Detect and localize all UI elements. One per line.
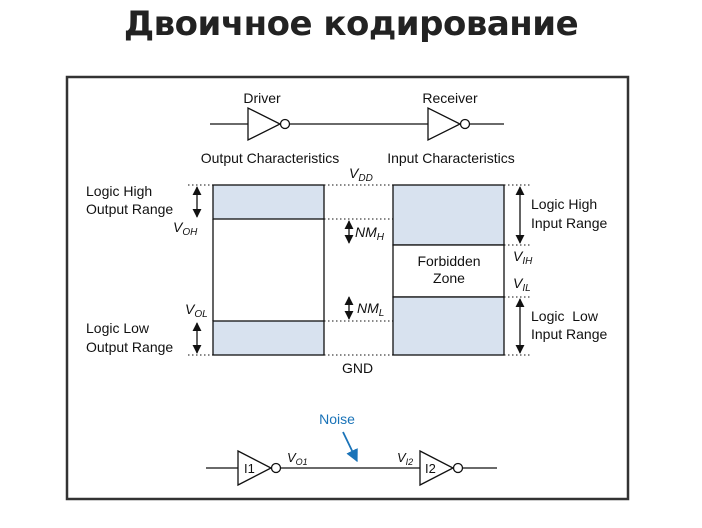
receiver-inverter-icon — [427, 106, 471, 142]
top-circuit: Driver Receiver — [210, 90, 504, 142]
logic-high-output-region — [212, 184, 325, 220]
vil-label: VIL — [513, 275, 531, 294]
forbidden-zone-region — [392, 244, 505, 298]
i1-label: I1 — [244, 461, 255, 476]
receiver-label: Receiver — [422, 90, 478, 106]
noise-arrow — [342, 431, 358, 463]
logic-high-input-region — [392, 184, 505, 246]
i2-inverter-icon — [419, 449, 464, 487]
driver-label: Driver — [243, 90, 281, 106]
logic-low-input-label-line1: Logic Low — [531, 308, 599, 324]
vi2-label: VI2 — [397, 450, 413, 467]
gnd-label: GND — [342, 360, 373, 376]
logic-low-output-label-line1: Logic Low — [86, 320, 150, 336]
logic-low-output-label-line2: Output Range — [86, 339, 173, 355]
logic-low-input-label-line2: Input Range — [531, 326, 607, 342]
i2-label: I2 — [425, 461, 436, 476]
vih-label: VIH — [513, 248, 533, 267]
diagram-frame — [65, 75, 630, 501]
logic-high-input-label-line1: Logic High — [531, 196, 597, 212]
nmh-label: NMH — [355, 224, 385, 243]
output-characteristics-header: Output Characteristics — [201, 150, 340, 166]
forbidden-zone-label-line2: Zone — [433, 270, 465, 286]
forbidden-zone-label-line1: Forbidden — [417, 253, 480, 269]
logic-high-output-label-line2: Output Range — [86, 201, 173, 217]
nml-label: NML — [357, 300, 384, 319]
input-column: Forbidden Zone — [392, 184, 505, 356]
driver-inverter-icon — [247, 106, 291, 142]
noise-label: Noise — [319, 411, 355, 427]
voh-label: VOH — [173, 219, 198, 238]
logic-high-output-label-line1: Logic High — [86, 183, 152, 199]
level-guide-lines — [188, 184, 530, 356]
bottom-circuit: I1 I2 VO1 VI2 Noise — [206, 411, 497, 487]
vo1-label: VO1 — [287, 450, 308, 467]
logic-low-output-region — [212, 320, 325, 356]
input-characteristics-header: Input Characteristics — [387, 150, 515, 166]
output-column — [212, 184, 325, 356]
vol-label: VOL — [185, 301, 208, 320]
logic-low-input-region — [392, 296, 505, 356]
page-title: Двоичное кодирование — [123, 4, 579, 44]
i1-inverter-icon — [237, 449, 282, 487]
logic-high-input-label-line2: Input Range — [531, 215, 607, 231]
vdd-label: VDD — [349, 165, 373, 184]
